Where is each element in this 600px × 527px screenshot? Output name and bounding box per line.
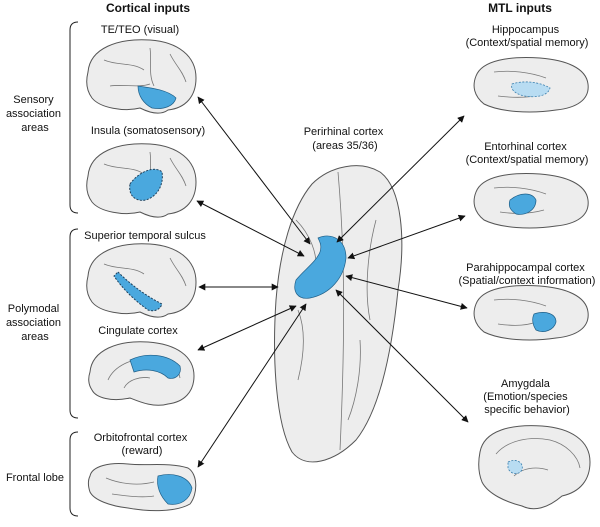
frontal-group-bracket: [69, 431, 79, 517]
polymodal-group-label: Polymodal association areas: [6, 303, 64, 343]
parahippocampal-brain-illustration: [473, 285, 589, 341]
sts-brain-illustration: [86, 243, 197, 318]
arrow-insula: [196, 200, 305, 257]
hippocampus-label: Hippocampus (Context/spatial memory): [466, 24, 589, 49]
parahippocampal-label: Parahippocampal cortex (Spatial/context …: [459, 262, 596, 287]
insula-label: Insula (somatosensory): [91, 125, 205, 137]
polymodal-group-bracket: [69, 228, 79, 419]
sensory-group-label: Sensory association areas: [6, 94, 64, 134]
te-teo-label: TE/TEO (visual): [101, 24, 179, 36]
sts-region-highlight: [113, 271, 163, 312]
sts-label: Superior temporal sulcus: [84, 230, 206, 242]
amygdala-region-highlight: [507, 460, 523, 474]
entorhinal-brain-illustration: [473, 173, 589, 229]
orbitofrontal-region-highlight: [157, 474, 193, 505]
mtl-inputs-header: MTL inputs: [488, 1, 552, 15]
amygdala-brain-illustration: [478, 425, 591, 510]
parahippocampal-region-highlight: [532, 312, 557, 332]
arrow-entorhinal: [347, 214, 466, 260]
entorhinal-region-highlight: [508, 193, 537, 215]
entorhinal-label: Entorhinal cortex (Context/spatial memor…: [466, 141, 589, 166]
insula-brain-illustration: [86, 143, 197, 218]
sensory-group-bracket: [69, 21, 79, 214]
orbitofrontal-brain-illustration: [88, 463, 197, 512]
hippocampus-region-highlight: [511, 81, 551, 98]
center-brain-illustration: [274, 165, 403, 463]
cingulate-brain-illustration: [88, 341, 195, 406]
arrow-te-teo: [197, 96, 311, 245]
frontal-group-label: Frontal lobe: [6, 472, 64, 484]
cortical-inputs-header: Cortical inputs: [106, 1, 190, 15]
cingulate-label: Cingulate cortex: [98, 325, 178, 337]
arrow-orbitofrontal: [197, 303, 307, 468]
orbitofrontal-label: Orbitofrontal cortex (reward): [94, 432, 191, 457]
cingulate-region-highlight: [129, 354, 181, 379]
te-teo-brain-illustration: [86, 39, 197, 114]
connection-arrows: [196, 96, 469, 468]
perirhinal-region-highlight: [294, 235, 347, 299]
amygdala-label: Amygdala (Emotion/species specific behav…: [483, 378, 570, 416]
arrow-amygdala: [335, 289, 469, 423]
te-teo-region-highlight: [137, 85, 177, 109]
hippocampus-brain-illustration: [473, 57, 589, 113]
insula-region-highlight: [129, 168, 163, 201]
perirhinal-label: Perirhinal cortex (areas 35/36): [304, 126, 387, 152]
